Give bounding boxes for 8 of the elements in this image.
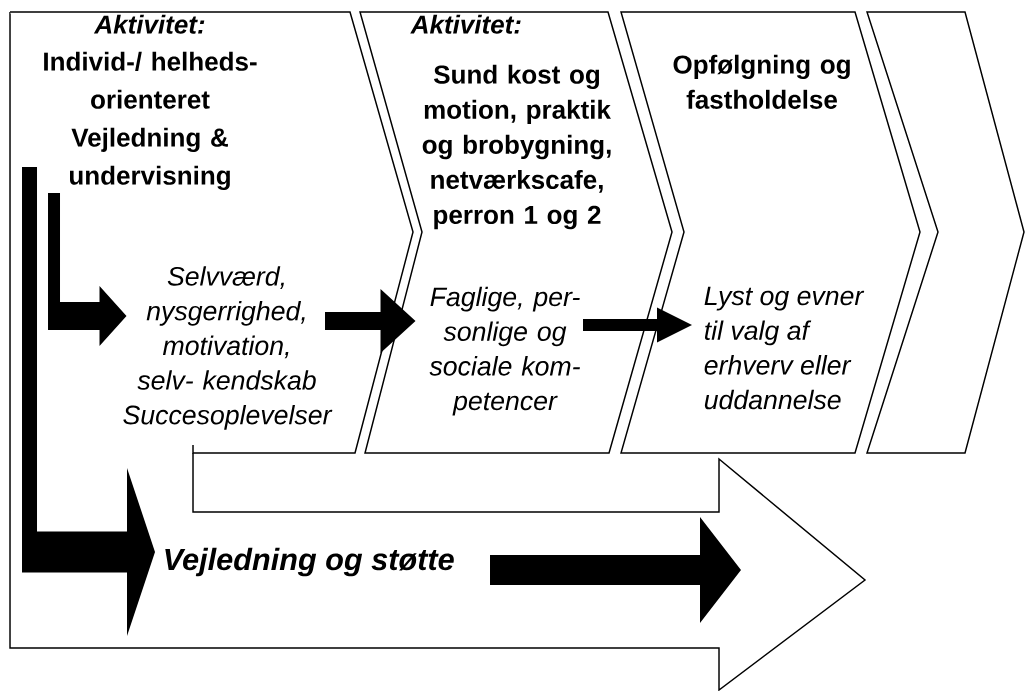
block-arrow xyxy=(48,193,127,346)
block-arrow xyxy=(22,167,155,636)
outcome-text: Selvværd, nysgerrighed, motivation, selv- kendskab Succesoplevelser xyxy=(123,266,333,430)
outcome-text: Lyst og evner til valg af erhverv eller uddannelse xyxy=(704,286,865,410)
outcome-text: Faglige, per- sonlige og sociale kom- petencer xyxy=(429,286,580,416)
chevron-box xyxy=(866,11,1025,454)
block-arrow xyxy=(325,289,416,353)
block-arrow xyxy=(583,307,692,343)
